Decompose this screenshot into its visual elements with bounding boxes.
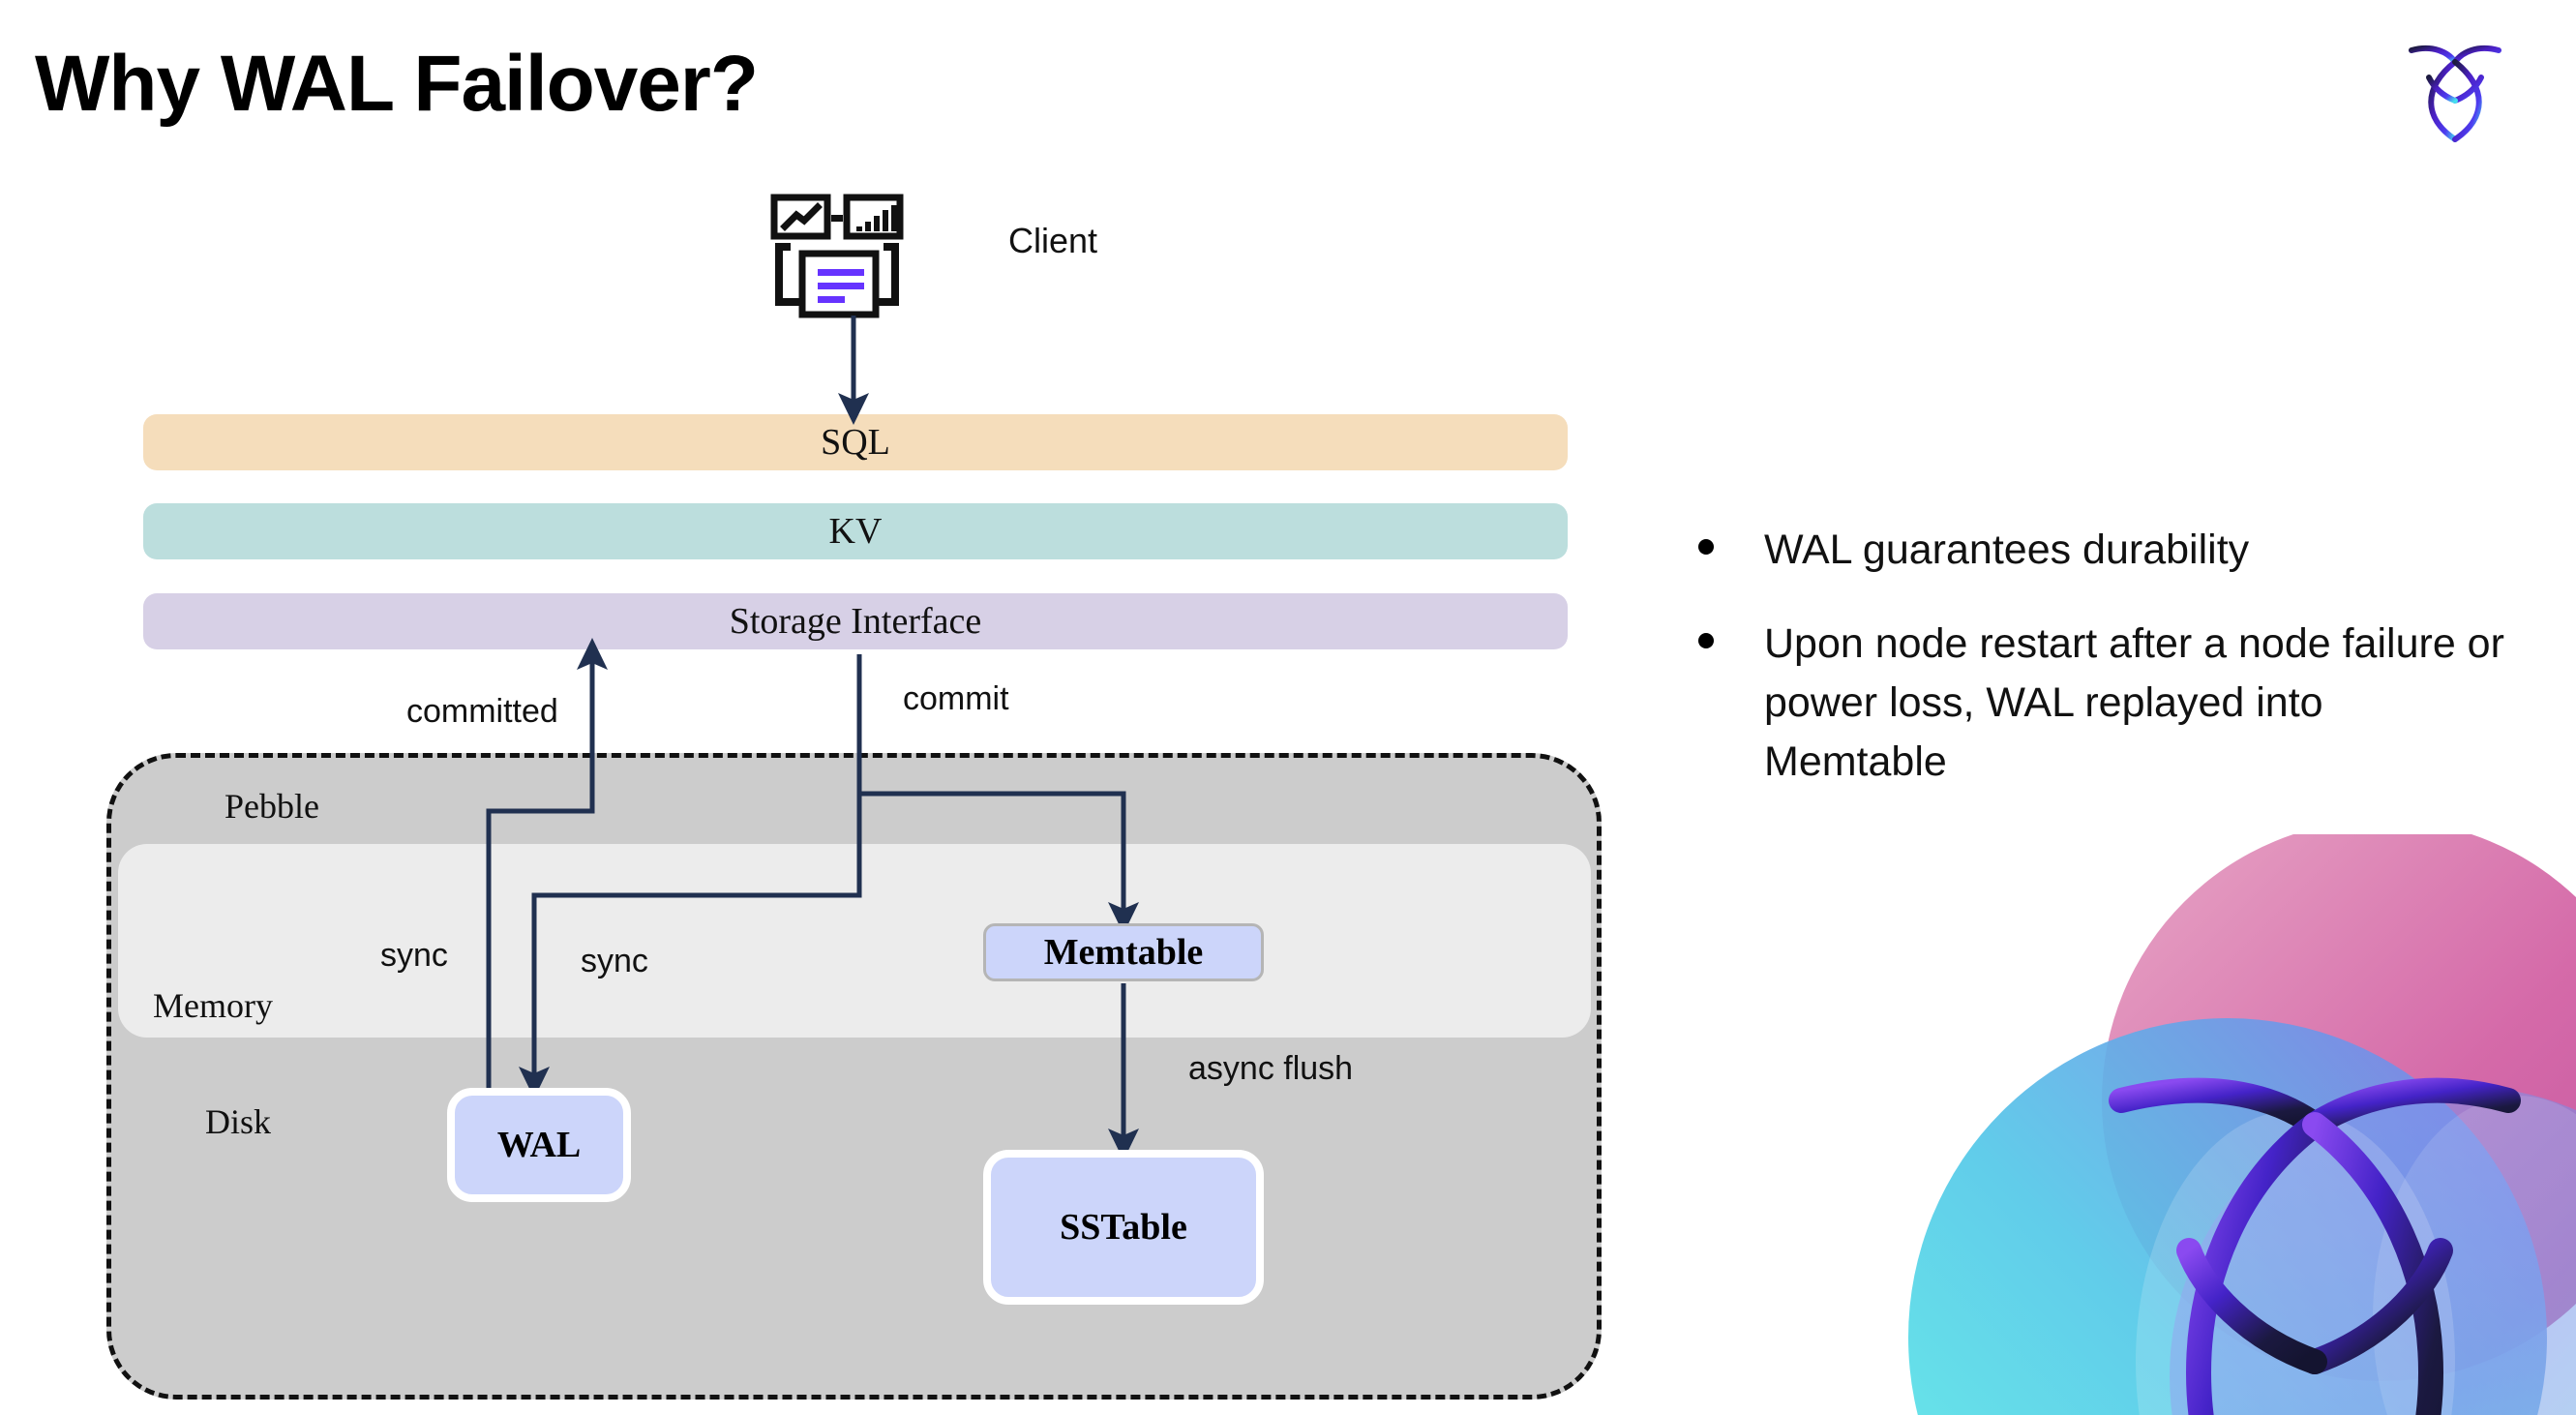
async-flush-edge-label: async flush xyxy=(1188,1050,1354,1087)
bullet-dot-icon xyxy=(1698,633,1714,649)
list-item: WAL guarantees durability xyxy=(1698,521,2511,580)
kv-layer-bar: KV xyxy=(143,503,1568,559)
disk-label: Disk xyxy=(205,1102,272,1141)
corner-watermark-decoration xyxy=(1908,834,2576,1415)
storage-interface-bar: Storage Interface xyxy=(143,593,1568,649)
sync-edge-label-1: sync xyxy=(380,937,448,974)
bullet-text: Upon node restart after a node failure o… xyxy=(1764,620,2504,786)
memory-region xyxy=(118,844,1591,1038)
memory-label: Memory xyxy=(153,986,273,1025)
wal-node: WAL xyxy=(447,1088,631,1202)
bullet-list: WAL guarantees durability Upon node rest… xyxy=(1698,521,2511,827)
bullet-text: WAL guarantees durability xyxy=(1764,527,2250,573)
committed-edge-label: committed xyxy=(406,693,558,730)
sstable-node: SSTable xyxy=(983,1150,1264,1305)
pebble-label: Pebble xyxy=(225,787,319,826)
page-title: Why WAL Failover? xyxy=(35,40,759,128)
bullet-dot-icon xyxy=(1698,539,1714,555)
memtable-node: Memtable xyxy=(983,923,1264,981)
list-item: Upon node restart after a node failure o… xyxy=(1698,615,2511,792)
sql-layer-bar: SQL xyxy=(143,414,1568,470)
sync-edge-label-2: sync xyxy=(581,943,648,979)
client-terminal-icon xyxy=(770,194,904,318)
commit-edge-label: commit xyxy=(903,680,1009,717)
cockroachdb-logo-icon xyxy=(2409,45,2501,143)
client-label: Client xyxy=(1008,221,1098,260)
